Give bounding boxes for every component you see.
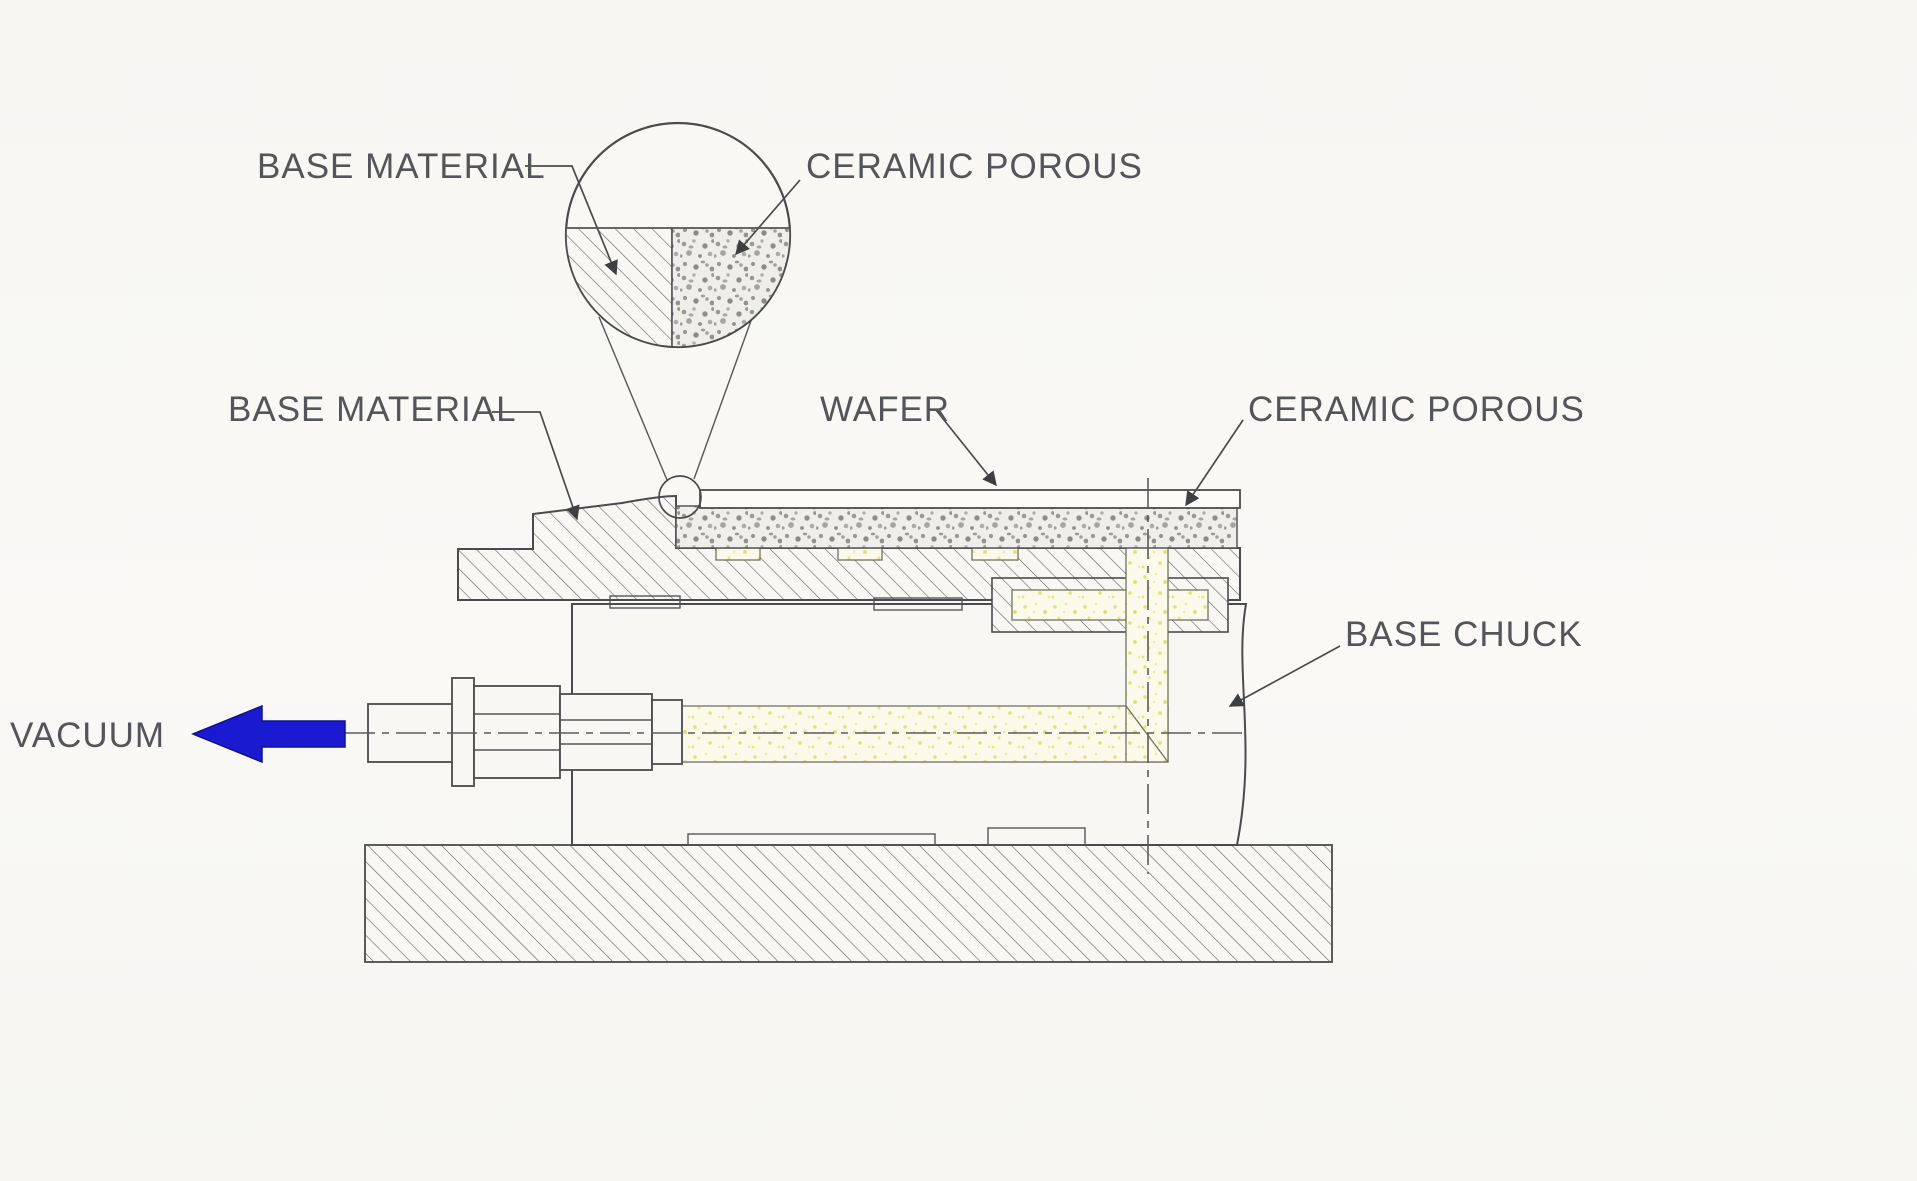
plate-key-notch-mid (873, 597, 963, 611)
porous-support-pad-2 (837, 547, 883, 561)
leader-wafer (935, 409, 997, 487)
labels: BASE MATERIAL CERAMIC POROUS BASE MATERI… (10, 147, 1585, 755)
centerlines (345, 478, 1243, 874)
label-vacuum: VACUUM (10, 716, 165, 755)
top-layers (675, 489, 1241, 549)
detail-source-circle (658, 475, 702, 519)
plate-key-notch-left (609, 595, 681, 609)
ground-block (364, 844, 1333, 963)
vacuum-channel (629, 545, 1209, 763)
chuck-bottom-notch-right (987, 827, 1086, 846)
vacuum-fitting (367, 677, 683, 787)
label-base-material-main: BASE MATERIAL (228, 390, 517, 429)
porous-support-pad-1 (715, 547, 761, 561)
detail-cone-left (598, 316, 668, 481)
label-ceramic-porous-main: CERAMIC POROUS (1248, 390, 1585, 429)
leader-lines (492, 165, 1341, 707)
detail-ceramic-porous-region (671, 227, 791, 348)
vacuum-plenum (1011, 589, 1209, 621)
fitting-nut (473, 685, 561, 779)
fitting-collar (559, 693, 653, 771)
ground-hatch (364, 844, 1333, 963)
leader-base-material-detail (525, 165, 618, 276)
chuck-bottom-notch-left (687, 833, 936, 846)
detail-view (564, 121, 792, 519)
porous-support-pad-3 (971, 547, 1019, 561)
channel-elbow-miter (1125, 705, 1169, 763)
leader-base-material-main (492, 411, 580, 521)
ceramic-porous-section (675, 505, 1238, 549)
detail-base-material-region (565, 227, 673, 348)
label-base-chuck: BASE CHUCK (1345, 615, 1583, 654)
fitting-washer (451, 677, 475, 787)
vacuum-arrow (191, 704, 346, 764)
leader-ceramic-porous-main (1185, 419, 1244, 507)
leader-ceramic-porous-detail (735, 179, 801, 256)
label-wafer: WAFER (820, 390, 950, 429)
wafer-section (699, 489, 1241, 509)
detail-cone-right (693, 317, 753, 480)
leader-base-chuck (1228, 645, 1341, 707)
vacuum-flow (191, 704, 346, 764)
label-ceramic-porous-detail: CERAMIC POROUS (806, 147, 1143, 186)
label-base-material-detail: BASE MATERIAL (257, 147, 546, 186)
fitting-end-step (651, 699, 683, 765)
vacuum-channel-vertical (1125, 545, 1169, 763)
vacuum-channel-horizontal (629, 705, 1169, 763)
